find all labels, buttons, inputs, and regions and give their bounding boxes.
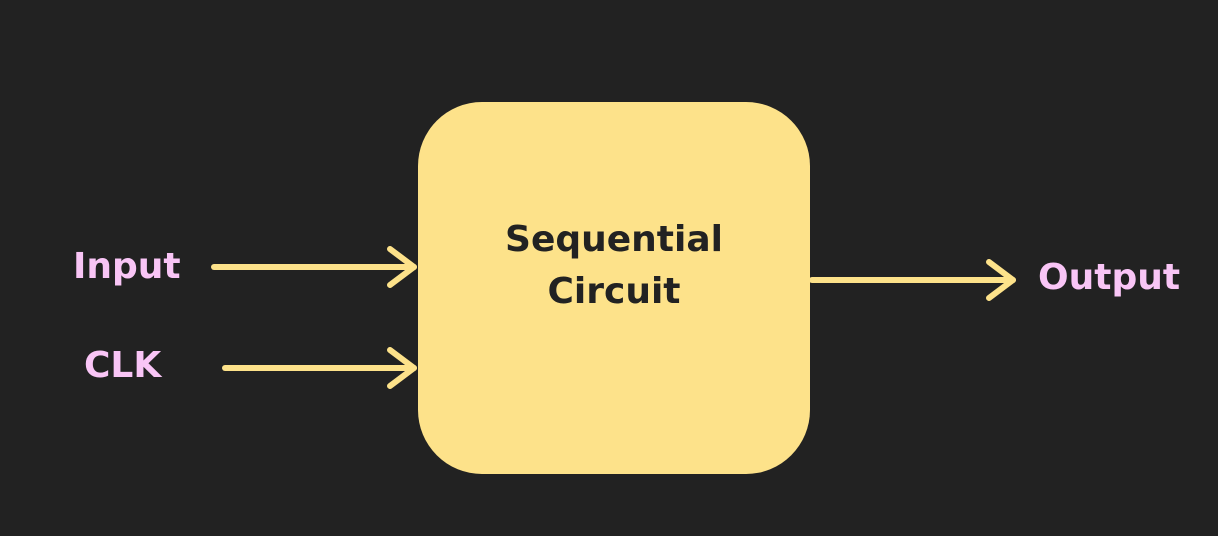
block-title-line-2: Circuit <box>547 271 681 312</box>
output-arrow <box>809 259 1016 301</box>
block-title-line-1: Sequential <box>505 219 723 260</box>
output-label: Output <box>1038 257 1181 298</box>
clk-arrow <box>222 347 417 389</box>
input-label: Input <box>73 246 181 287</box>
input-arrow <box>211 246 417 288</box>
block-title: Sequential Circuit <box>505 214 723 318</box>
clk-label: CLK <box>84 345 162 386</box>
sequential-circuit-block: Sequential Circuit <box>418 102 810 474</box>
